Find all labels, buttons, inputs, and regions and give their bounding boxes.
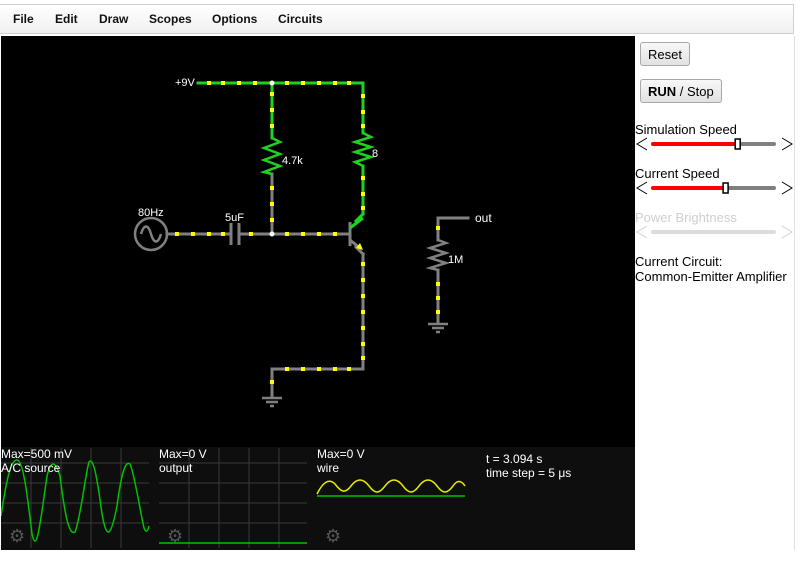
power-brightness-left-arrow-icon [636, 225, 648, 239]
scope-3-gear-icon[interactable]: ⚙ [325, 526, 341, 546]
scope-3-trace [316, 479, 466, 495]
circuit-canvas[interactable]: +9V 4.7k 8 80Hz 5uF 1M out Max=500 mV A/… [1, 36, 635, 550]
menu-bar: File Edit Draw Scopes Options Circuits [0, 4, 794, 34]
scope-2-name: output [159, 461, 193, 475]
node-base [269, 231, 275, 237]
scope-3-max: Max=0 V [317, 447, 365, 461]
scope-2-max: Max=0 V [159, 447, 207, 461]
current-speed-slider[interactable] [635, 180, 794, 196]
current-circuit-name: Common-Emitter Amplifier [635, 269, 787, 284]
source-label: 80Hz [138, 207, 164, 219]
menu-edit[interactable]: Edit [55, 12, 78, 26]
resistor-r3 [425, 238, 451, 272]
scope-1-max: Max=500 mV [1, 447, 72, 461]
ground-right [428, 322, 448, 334]
node-top [269, 80, 275, 86]
sim-speed-slider[interactable] [635, 136, 794, 152]
r3-label: 1M [448, 254, 463, 266]
menu-scopes[interactable]: Scopes [149, 12, 192, 26]
transistor-arrow [356, 243, 363, 250]
sim-speed-right-arrow-icon [781, 137, 793, 151]
scope-3-name: wire [316, 461, 339, 475]
r1-label: 4.7k [282, 155, 303, 167]
time-readout: t = 3.094 s [486, 452, 542, 466]
wire-collector [353, 211, 366, 224]
menu-file[interactable]: File [13, 12, 34, 26]
current-speed-label: Current Speed [635, 166, 720, 181]
resistor-r1 [259, 136, 284, 176]
menu-circuits[interactable]: Circuits [278, 12, 323, 26]
power-brightness-slider [636, 225, 793, 239]
ground-left [262, 396, 282, 408]
menu-options[interactable]: Options [212, 12, 258, 26]
scope-area [1, 447, 635, 550]
current-speed-right-arrow-icon [781, 181, 793, 195]
current-speed-left-arrow-icon [636, 181, 648, 195]
scope-wire[interactable]: Max=0 V wire ⚙ [316, 447, 466, 546]
out-label: out [475, 211, 492, 225]
sim-speed-left-arrow-icon [636, 137, 648, 151]
scope-1-name: A/C source [1, 461, 61, 475]
transistor [348, 216, 364, 251]
scope-ac-source[interactable]: Max=500 mV A/C source ⚙ [1, 447, 150, 548]
scope-1-gear-icon[interactable]: ⚙ [9, 526, 25, 546]
scope-output[interactable]: Max=0 V output ⚙ [159, 447, 307, 548]
run-stop-button[interactable]: RUN / Stop [640, 79, 722, 103]
scope-1-trace [1, 459, 150, 542]
scope-2-gear-icon[interactable]: ⚙ [167, 526, 183, 546]
capacitor [229, 223, 241, 245]
reset-button[interactable]: Reset [640, 42, 690, 66]
menu-draw[interactable]: Draw [99, 12, 129, 26]
power-brightness-right-arrow-icon [781, 225, 793, 239]
side-panel: Reset RUN / Stop Simulation Speed Curren… [635, 36, 795, 550]
vcc-label: +9V [175, 77, 196, 89]
stop-label: / Stop [676, 84, 714, 99]
ac-source [133, 216, 169, 252]
sim-speed-label: Simulation Speed [635, 122, 737, 137]
current-circuit-label: Current Circuit: [635, 254, 723, 269]
resistor-r2 [350, 131, 376, 168]
r2-label: 8 [372, 148, 378, 160]
timestep-readout: time step = 5 μs [486, 466, 571, 480]
cap-label: 5uF [225, 212, 244, 224]
run-label: RUN [648, 84, 677, 99]
power-brightness-label: Power Brightness [635, 210, 737, 225]
current-dots [175, 81, 440, 384]
